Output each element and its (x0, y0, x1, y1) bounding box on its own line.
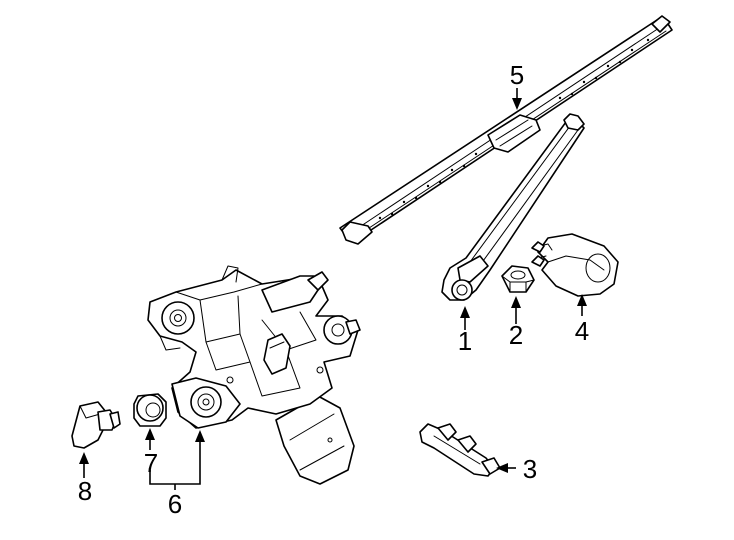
callout-5: 5 (510, 60, 524, 90)
connector[interactable] (71, 401, 121, 449)
wiper-blade[interactable] (339, 15, 673, 245)
wiper-arm[interactable] (441, 113, 585, 301)
nut[interactable] (501, 265, 535, 293)
callout-8: 8 (78, 476, 92, 506)
callout-6: 6 (168, 489, 182, 519)
callout-4: 4 (575, 316, 589, 346)
callout-1: 1 (458, 326, 472, 356)
grommet[interactable] (133, 393, 167, 427)
washer-nozzle[interactable] (419, 423, 501, 477)
callout-2: 2 (509, 320, 523, 350)
arm-cover[interactable] (531, 233, 619, 297)
callout-3: 3 (523, 454, 537, 484)
callout-7: 7 (144, 448, 158, 478)
leader-lines (79, 88, 587, 490)
wiper-motor[interactable] (147, 265, 361, 485)
